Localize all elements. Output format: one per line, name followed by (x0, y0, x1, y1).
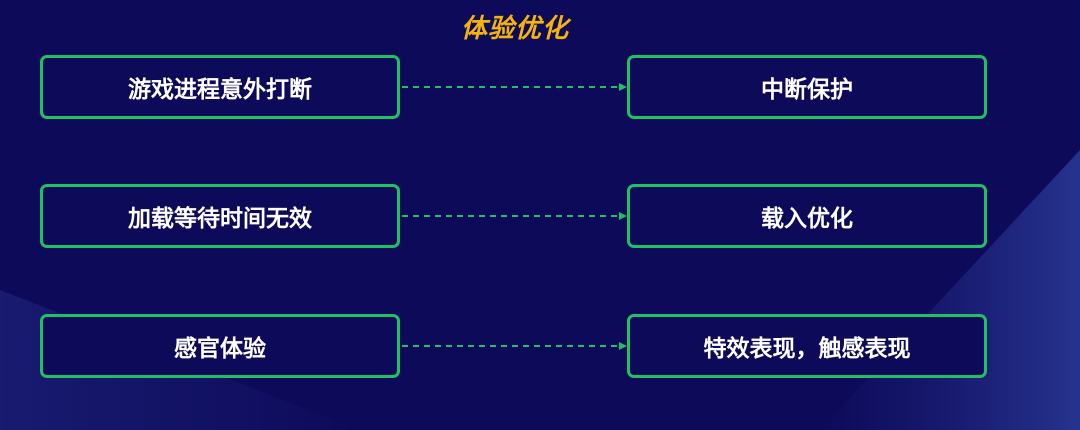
solution-box-3: 特效表现，触感表现 (627, 314, 987, 378)
solution-box-2: 载入优化 (627, 184, 987, 248)
page-title: 体验优化 (460, 14, 569, 44)
problem-box-2: 加载等待时间无效 (40, 184, 400, 248)
solution-label-2: 载入优化 (761, 206, 853, 232)
solution-label-1: 中断保护 (761, 77, 853, 103)
problem-label-3: 感官体验 (174, 336, 266, 362)
problem-label-2: 加载等待时间无效 (128, 206, 312, 232)
solution-box-1: 中断保护 (627, 55, 987, 119)
problem-box-1: 游戏进程意外打断 (40, 55, 400, 119)
problem-box-3: 感官体验 (40, 314, 400, 378)
problem-label-1: 游戏进程意外打断 (128, 77, 312, 103)
solution-label-3: 特效表现，触感表现 (703, 336, 911, 362)
